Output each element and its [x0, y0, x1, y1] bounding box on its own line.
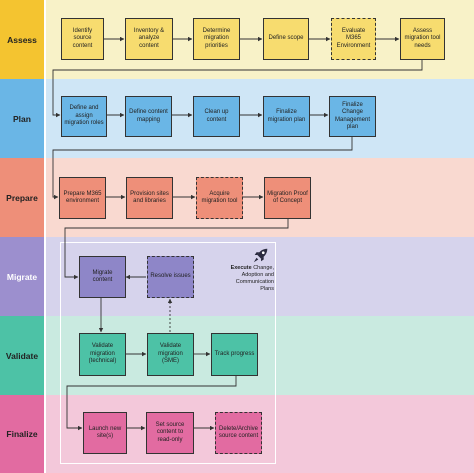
- lane-label-prepare: Prepare: [0, 158, 44, 237]
- node-inventory[interactable]: Inventory & analyze content: [125, 18, 173, 60]
- execute-note-text: Change, Adoption and Communication Plans: [235, 265, 274, 293]
- node-define-mapping[interactable]: Define content mapping: [125, 96, 172, 137]
- node-identify-source[interactable]: Identify source content: [61, 18, 104, 60]
- node-acquire-tool[interactable]: Acquire migration tool: [196, 177, 243, 219]
- node-set-readonly[interactable]: Set source content to read-only: [146, 412, 194, 454]
- node-validate-sme[interactable]: Validate migration (SME): [147, 333, 194, 376]
- node-assess-tool[interactable]: Assess migration tool needs: [400, 18, 445, 60]
- lane-label-assess: Assess: [0, 0, 44, 79]
- lane-body-prepare: [46, 158, 474, 237]
- execute-note-bold: Execute: [230, 265, 252, 271]
- node-define-scope[interactable]: Define scope: [263, 18, 309, 60]
- node-delete-archive[interactable]: Delete/Archive source content: [215, 412, 262, 454]
- lane-label-plan: Plan: [0, 79, 44, 158]
- node-resolve-issues[interactable]: Resolve issues: [147, 256, 194, 298]
- execute-note: Execute Change, Adoption and Communicati…: [222, 265, 274, 294]
- rocket-icon: [253, 248, 268, 263]
- node-track-progress[interactable]: Track progress: [211, 333, 258, 376]
- lane-label-validate: Validate: [0, 316, 44, 395]
- node-determine-priorities[interactable]: Determine migration priorities: [193, 18, 240, 60]
- node-finalize-change[interactable]: Finalize Change Management plan: [329, 96, 376, 137]
- node-finalize-plan[interactable]: Finalize migration plan: [263, 96, 310, 137]
- node-clean-up[interactable]: Clean up content: [193, 96, 240, 137]
- node-validate-technical[interactable]: Validate migration (technical): [79, 333, 126, 376]
- lane-label-finalize: Finalize: [0, 395, 44, 473]
- lane-label-migrate: Migrate: [0, 237, 44, 316]
- node-launch-sites[interactable]: Launch new site(s): [83, 412, 127, 454]
- node-evaluate-m365[interactable]: Evaluate M365 Environment: [331, 18, 376, 60]
- node-define-roles[interactable]: Define and assign migration roles: [61, 96, 107, 137]
- node-migrate-content[interactable]: Migrate content: [79, 256, 126, 298]
- node-provision-sites[interactable]: Provision sites and libraries: [126, 177, 173, 219]
- lane-body-plan: [46, 79, 474, 158]
- node-prepare-m365[interactable]: Prepare M365 environment: [59, 177, 106, 219]
- node-poc[interactable]: Migration Proof of Concept: [264, 177, 311, 219]
